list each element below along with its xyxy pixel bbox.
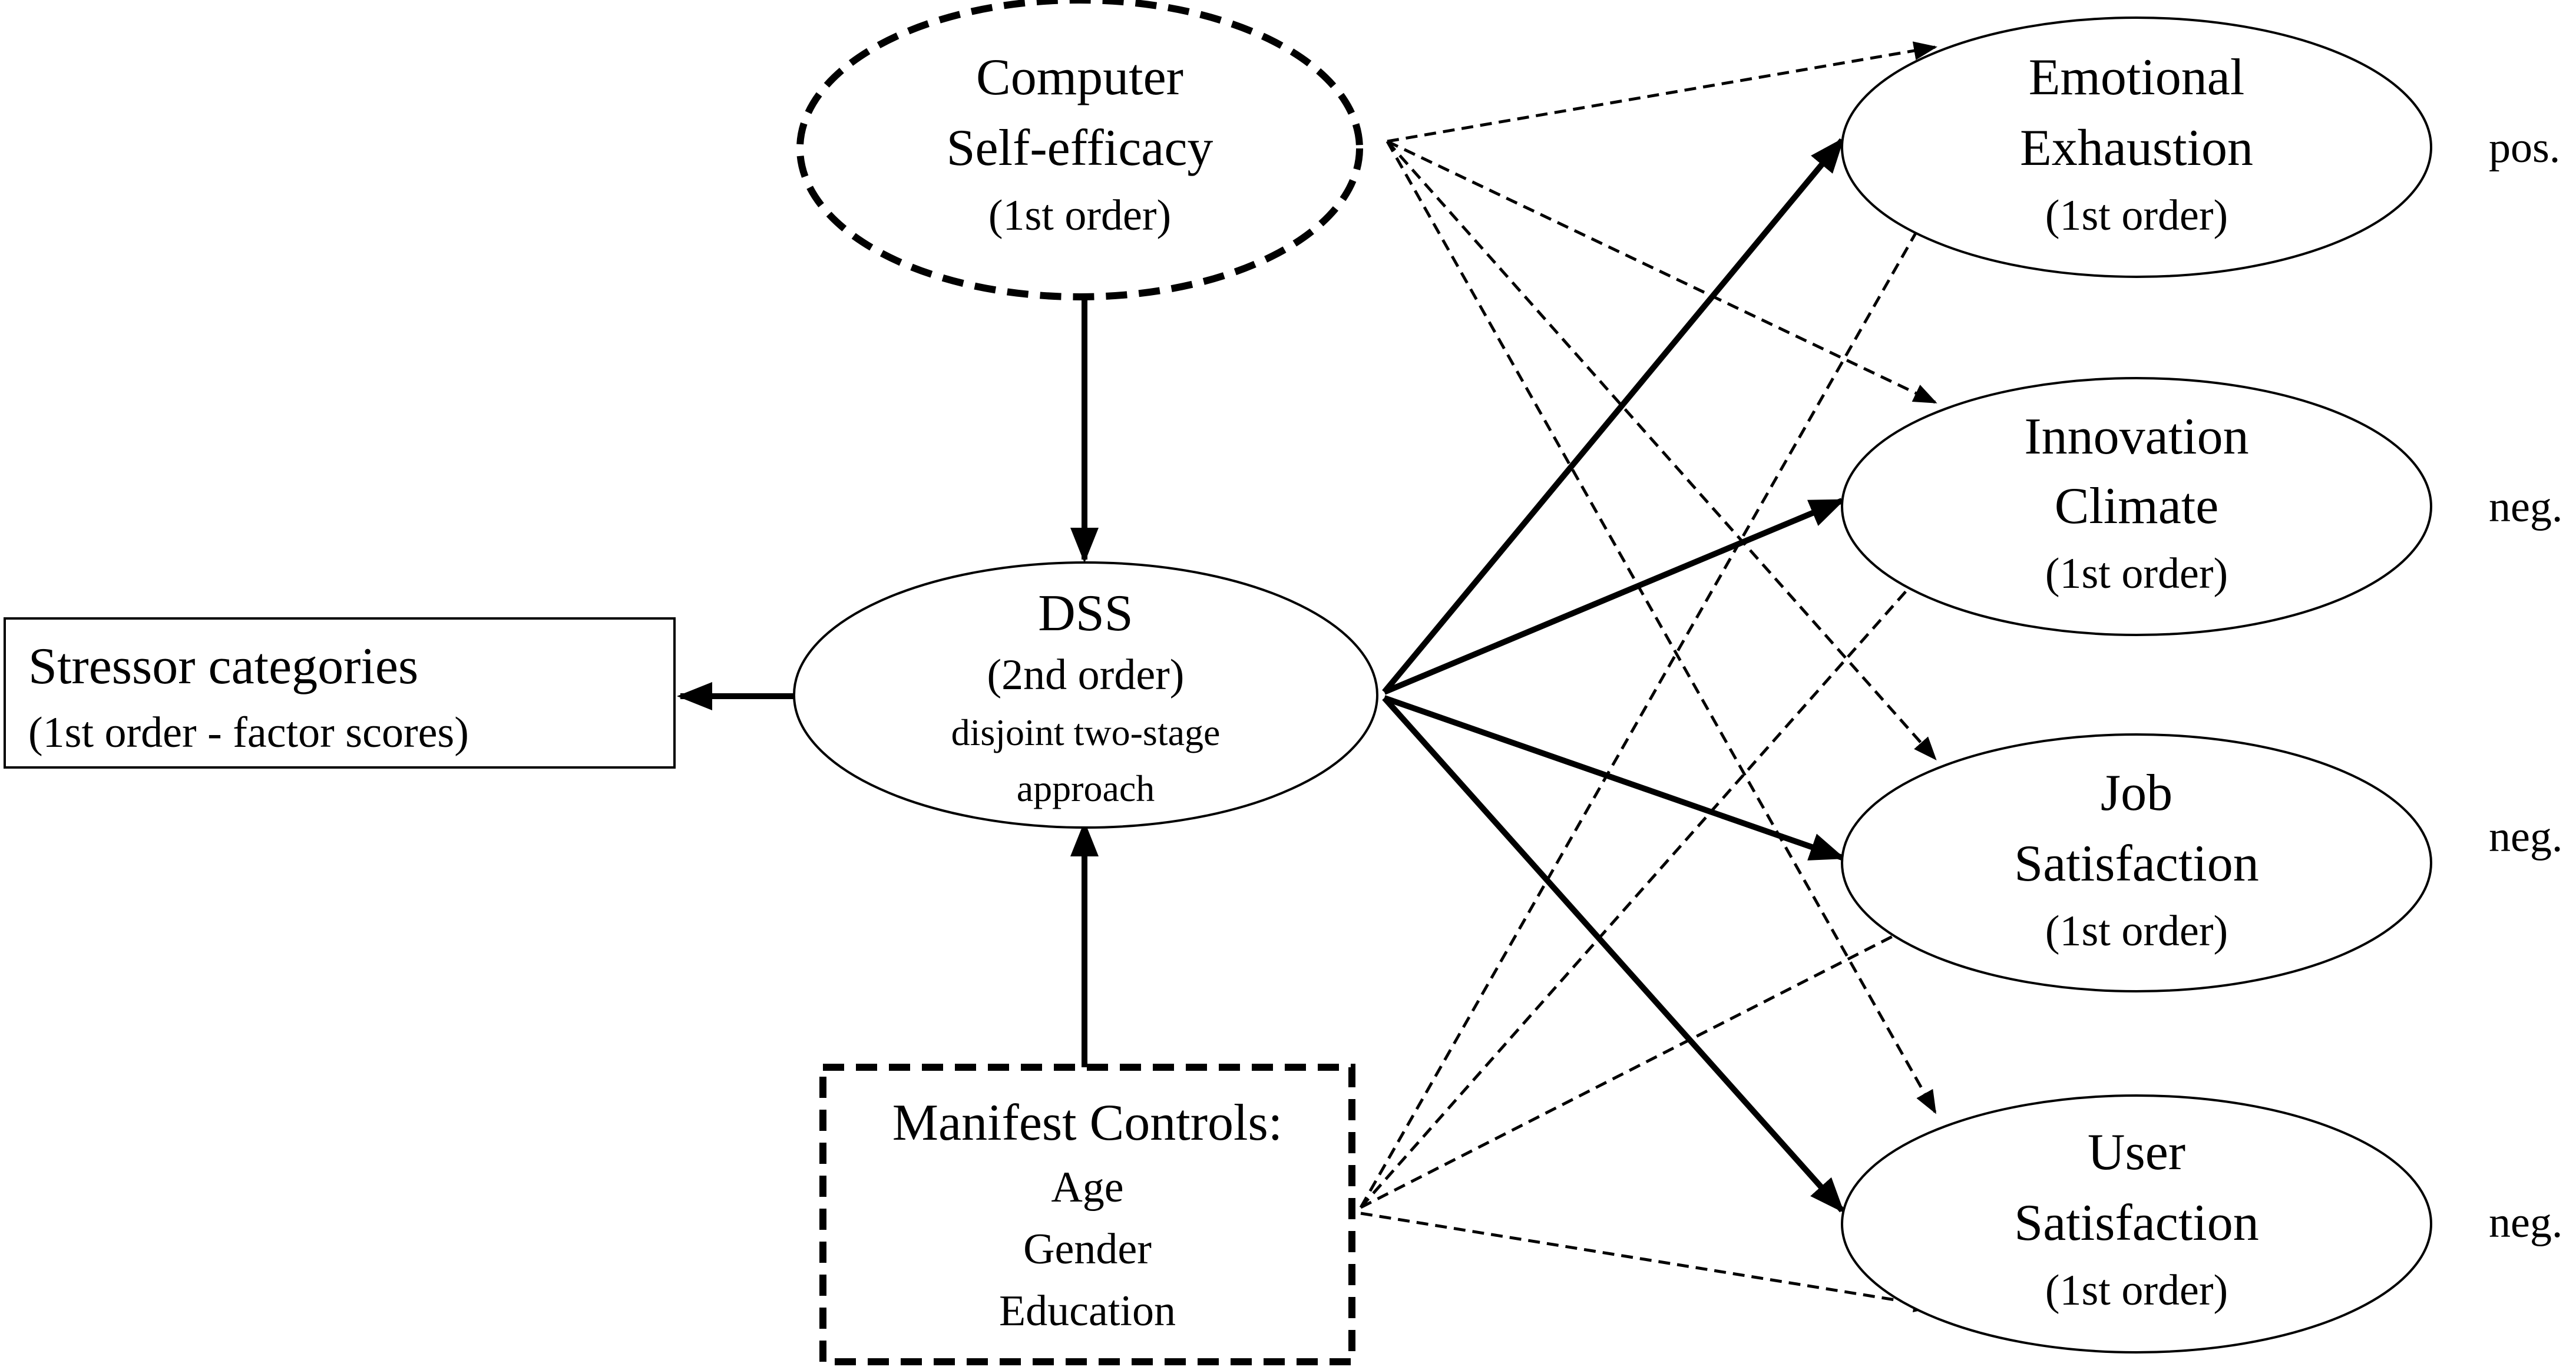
computer-self-efficacy-line-1: Computer [976, 49, 1183, 106]
path-cse-to-emotional-exhaustion [1387, 41, 1937, 143]
node-stressor-categories: Stressor categories (1st order - factor … [4, 617, 676, 769]
manifest-controls-line-3: Gender [1023, 1225, 1152, 1273]
computer-self-efficacy-line-2: Self-efficacy [947, 120, 1213, 177]
emotional-exhaustion-line-3: (1st order) [2045, 191, 2228, 240]
path-controls-to-job-satisfaction [1360, 913, 1937, 1209]
dss-line-2: (2nd order) [987, 651, 1185, 699]
manifest-controls-line-4: Education [999, 1287, 1176, 1335]
node-job-satisfaction: Job Satisfaction (1st order) [1841, 733, 2432, 992]
stressor-categories-line-1: Stressor categories [28, 638, 418, 695]
path-controls-to-innovation-climate [1360, 557, 1937, 1209]
path-cse-to-innovation-climate [1386, 140, 1937, 404]
user-satisfaction-line-1: User [2088, 1124, 2185, 1181]
job-satisfaction-ellipse [1841, 733, 2432, 992]
emotional-exhaustion-line-2: Exhaustion [2020, 120, 2253, 177]
job-satisfaction-line-2: Satisfaction [2014, 835, 2258, 892]
path-cse-to-user-satisfaction [1385, 140, 1937, 1114]
user-satisfaction-sign: neg. [2489, 1199, 2562, 1247]
solid-paths [677, 137, 1846, 1213]
path-controls-to-emotional-exhaustion [1359, 197, 1937, 1209]
job-satisfaction-line-3: (1st order) [2045, 907, 2228, 955]
job-satisfaction-sign: neg. [2489, 813, 2562, 861]
job-satisfaction-line-1: Job [2101, 765, 2172, 822]
user-satisfaction-line-3: (1st order) [2045, 1266, 2228, 1315]
dss-line-3: disjoint two-stage [951, 712, 1221, 753]
dashed-paths [1359, 41, 1937, 1313]
path-dss-to-user-satisfaction [1382, 696, 1844, 1213]
user-satisfaction-ellipse [1841, 1094, 2432, 1354]
dss-line-1: DSS [1038, 585, 1133, 642]
node-emotional-exhaustion: Emotional Exhaustion (1st order) [1841, 16, 2432, 278]
path-dss-to-emotional-exhaustion [1382, 137, 1844, 694]
innovation-climate-ellipse [1841, 377, 2432, 636]
stressor-categories-box [4, 617, 676, 769]
innovation-climate-line-3: (1st order) [2045, 550, 2228, 598]
node-innovation-climate: Innovation Climate (1st order) [1841, 377, 2432, 636]
emotional-exhaustion-line-1: Emotional [2029, 49, 2245, 106]
innovation-climate-line-2: Climate [2055, 478, 2219, 535]
node-manifest-controls: Manifest Controls: Age Gender Education [819, 1064, 1355, 1365]
emotional-exhaustion-sign: pos. [2489, 124, 2560, 172]
manifest-controls-line-1: Manifest Controls: [892, 1094, 1282, 1151]
computer-self-efficacy-ellipse [796, 0, 1363, 300]
path-cse-to-job-satisfaction [1386, 140, 1937, 760]
dss-ellipse [793, 561, 1378, 829]
manifest-controls-line-2: Age [1051, 1163, 1123, 1212]
emotional-exhaustion-ellipse [1841, 16, 2432, 278]
innovation-climate-line-1: Innovation [2024, 408, 2248, 465]
user-satisfaction-line-2: Satisfaction [2014, 1194, 2258, 1252]
node-user-satisfaction: User Satisfaction (1st order) [1841, 1094, 2432, 1354]
stressor-categories-line-2: (1st order - factor scores) [28, 709, 469, 757]
innovation-climate-sign: neg. [2489, 483, 2562, 531]
dss-line-4: approach [1017, 767, 1155, 809]
manifest-controls-box [819, 1064, 1355, 1365]
path-dss-to-innovation-climate [1383, 498, 1846, 695]
computer-self-efficacy-line-3: (1st order) [988, 191, 1171, 240]
path-controls-to-user-satisfaction [1360, 1212, 1937, 1313]
path-dss-to-job-satisfaction [1383, 695, 1846, 861]
node-computer-self-efficacy: Computer Self-efficacy (1st order) [796, 0, 1363, 300]
node-dss: DSS (2nd order) disjoint two-stage appro… [793, 561, 1378, 829]
